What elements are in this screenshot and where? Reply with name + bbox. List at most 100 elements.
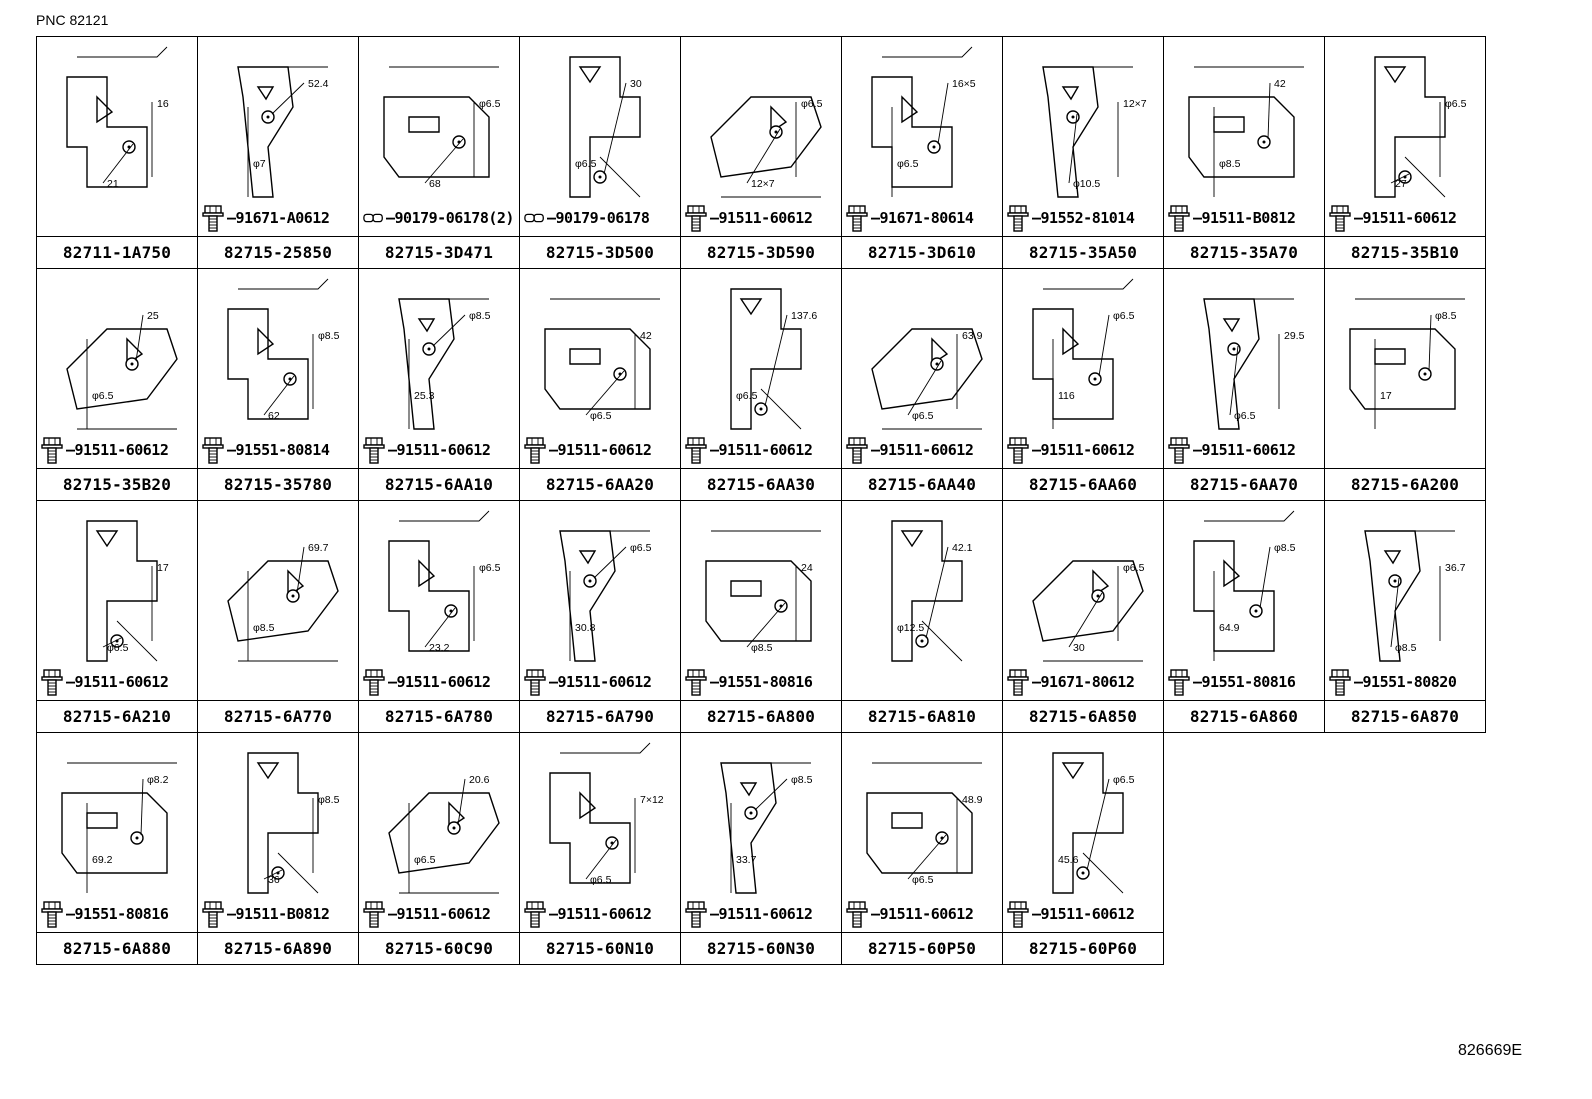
part-number[interactable]: 82715-6AA60 xyxy=(1003,468,1163,500)
dimension-label: 23.2 xyxy=(429,642,450,654)
part-number[interactable]: 82715-60C90 xyxy=(359,932,519,964)
fastener-part-number: —90179-06178 xyxy=(547,209,650,227)
mount-hole-center xyxy=(774,130,778,134)
bolt-icon xyxy=(524,669,546,696)
fastener-callout: —91511-60612 xyxy=(685,435,813,465)
fastener-part-number: —91511-60612 xyxy=(1032,441,1135,459)
bracket-outline xyxy=(739,782,758,797)
part-number[interactable]: 82715-35B10 xyxy=(1325,236,1485,268)
part-number[interactable]: 82715-35780 xyxy=(198,468,358,500)
bracket-outline xyxy=(730,580,762,597)
part-number[interactable]: 82715-6AA40 xyxy=(842,468,1002,500)
mount-hole-center xyxy=(932,145,936,149)
dimension-label: φ6.5 xyxy=(1113,310,1135,322)
bracket-outline xyxy=(1349,328,1456,410)
part-number[interactable]: 82715-6A800 xyxy=(681,700,841,732)
bracket-outline xyxy=(417,318,436,333)
mount-hole-center xyxy=(1393,579,1397,583)
part-number[interactable]: 82715-3D610 xyxy=(842,236,1002,268)
part-number[interactable]: 82711-1A750 xyxy=(37,236,197,268)
mount-hole-center xyxy=(130,362,134,366)
part-number[interactable]: 82715-6AA30 xyxy=(681,468,841,500)
part-number[interactable]: 82715-3D590 xyxy=(681,236,841,268)
fastener-part-number: —91511-60612 xyxy=(871,905,974,923)
part-number[interactable]: 82715-35B20 xyxy=(37,468,197,500)
part-number[interactable]: 82715-6A810 xyxy=(842,700,1002,732)
part-number[interactable]: 82715-60N10 xyxy=(520,932,680,964)
part-number[interactable]: 82715-25850 xyxy=(198,236,358,268)
fastener-part-number: —91511-60612 xyxy=(388,441,491,459)
fastener-part-number: —91511-60612 xyxy=(549,673,652,691)
leader-line xyxy=(271,82,305,115)
part-number[interactable]: 82715-6A780 xyxy=(359,700,519,732)
part-number[interactable]: 82715-35A70 xyxy=(1164,236,1324,268)
part-number[interactable]: 82715-6AA10 xyxy=(359,468,519,500)
part-number[interactable]: 82715-6A790 xyxy=(520,700,680,732)
bolt-icon xyxy=(41,437,63,464)
part-number[interactable]: 82715-6AA70 xyxy=(1164,468,1324,500)
part-number[interactable]: 82715-35A50 xyxy=(1003,236,1163,268)
part-number[interactable]: 82715-60N30 xyxy=(681,932,841,964)
dimension-label: φ6.5 xyxy=(630,542,652,554)
part-number[interactable]: 82715-6A890 xyxy=(198,932,358,964)
part-number[interactable]: 82715-6A770 xyxy=(198,700,358,732)
bracket-outline xyxy=(560,742,651,754)
part-number[interactable]: 82715-3D471 xyxy=(359,236,519,268)
part-number[interactable]: 82715-6A860 xyxy=(1164,700,1324,732)
part-number[interactable]: 82715-3D500 xyxy=(520,236,680,268)
part-number[interactable]: 82715-6A880 xyxy=(37,932,197,964)
part-number[interactable]: 82715-6A850 xyxy=(1003,700,1163,732)
part-number[interactable]: 82715-60P60 xyxy=(1003,932,1163,964)
part-number[interactable]: 82715-6A200 xyxy=(1325,468,1485,500)
part-number[interactable]: 82715-6AA20 xyxy=(520,468,680,500)
leader-line xyxy=(1086,778,1110,871)
fastener-callout: —91511-B0812 xyxy=(202,899,330,929)
part-number[interactable]: 82715-6A870 xyxy=(1325,700,1485,732)
part-number[interactable]: 82715-6A210 xyxy=(37,700,197,732)
part-number[interactable]: 82715-60P50 xyxy=(842,932,1002,964)
mount-hole-center xyxy=(452,826,456,830)
dimension-label: 25 xyxy=(147,310,159,322)
